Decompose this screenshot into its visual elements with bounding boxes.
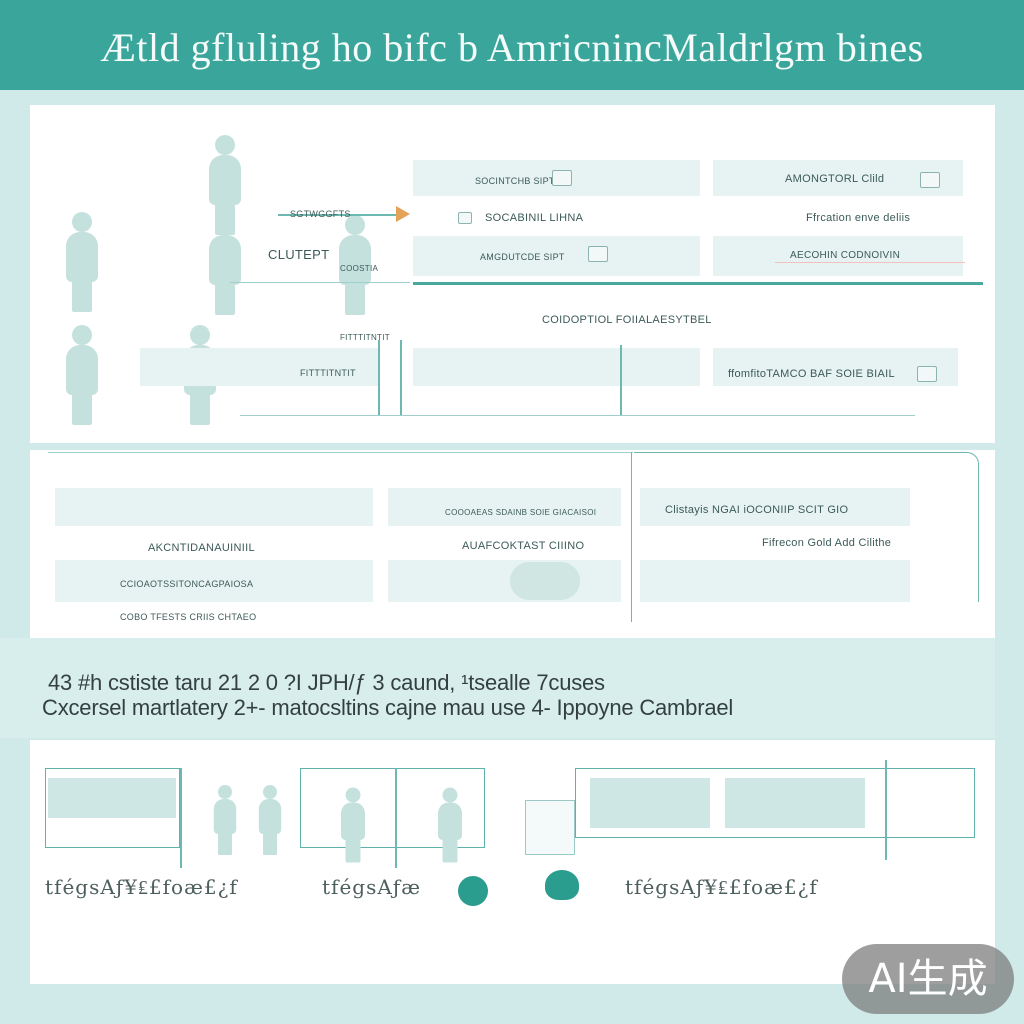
arrow-label: SGTWGGFTS	[290, 209, 351, 219]
table-row	[640, 488, 910, 526]
table-row	[55, 488, 373, 526]
connector-line	[400, 340, 402, 415]
mid-left-row2-label: COBO TFESTS CRIIS CHTAEO	[120, 612, 257, 622]
panel-divider	[631, 452, 632, 622]
row-right-label: AMONGTORL Clild	[785, 173, 885, 185]
bottom-caption-center: tfégsAƒæ	[322, 875, 421, 899]
mid-left-row1-label: CCIOAOTSSITONCAGPAIOSA	[120, 579, 254, 589]
person-icon	[205, 215, 245, 315]
document-icon	[552, 170, 572, 186]
client-sub-label: COOSTIA	[340, 264, 379, 273]
bottom-caption-right: tfégsAƒ¥₤£foæ£¿f	[625, 875, 818, 899]
mid-right-center-label: Fifrecon Gold Add Cilithe	[762, 537, 892, 549]
bottom-caption-left: tfégsAƒ¥₤£foæ£¿f	[45, 875, 238, 899]
panel-top-line	[48, 452, 633, 453]
mid-center-top-label: COOOAEAS SDAINB SOIE GIACAISOI	[445, 508, 597, 517]
table-row	[55, 560, 373, 602]
row-left-label: SOCINTCHB SIPT	[475, 176, 555, 186]
table-row	[713, 236, 963, 276]
frame-fill	[725, 778, 865, 828]
flow-line	[278, 214, 398, 216]
header-bar	[0, 0, 1024, 90]
connector-line	[620, 345, 622, 415]
divider-line	[230, 282, 410, 283]
stats-line-2: Cxcersel martlatery 2+- matocsltins cajn…	[42, 695, 734, 720]
row-left-label: SOCABINIL LIHNA	[485, 212, 584, 224]
document-icon	[458, 212, 472, 224]
blob-shape	[510, 562, 580, 600]
row-separator	[775, 262, 965, 263]
document-icon	[917, 366, 937, 382]
table-row	[640, 560, 910, 602]
frame-connector	[395, 768, 397, 868]
mid-left-center-label: AKCNTIDANAUINIIL	[148, 542, 255, 554]
stats-band	[0, 638, 995, 738]
page-title: Ætld gfluling ho bifc b AmricnincMaldrlg…	[100, 25, 924, 70]
mid-right-top-label: Clistayis NGAI iOCONIIP SCIT GIO	[665, 504, 849, 516]
door-shape	[525, 800, 575, 855]
table-row	[413, 236, 700, 276]
row-right-label: ffomfitoTAMCO BAF SOIE BIAIL	[728, 368, 895, 380]
node-label: FITTTITNTIT	[340, 333, 390, 342]
accent-dot	[458, 876, 488, 906]
client-label: CLUTEPT	[268, 247, 330, 262]
process-bar	[140, 348, 380, 386]
process-label: FITTTITNTIT	[300, 368, 356, 378]
row-right-label: Ffrcation enve deliis	[806, 212, 911, 224]
frame-connector	[180, 768, 182, 868]
table-row	[413, 348, 700, 386]
person-icon	[435, 787, 465, 863]
table-row	[388, 560, 621, 602]
middle-diagram-panel	[30, 450, 995, 638]
frame-fill	[48, 778, 176, 818]
document-icon	[920, 172, 940, 188]
arrow-icon	[396, 206, 410, 222]
person-icon	[62, 212, 102, 312]
ai-watermark-text: AI生成	[868, 956, 988, 1002]
center-label: COIDOPTIOL FOIIALAESYTBEL	[542, 314, 712, 326]
person-icon	[256, 785, 284, 855]
person-icon	[62, 325, 102, 425]
mid-center-label: AUAFCOKTAST CIIINO	[462, 540, 585, 552]
frame-fill	[590, 778, 710, 828]
stats-line-1: 43 #h cstiste taru 21 2 0 ?I JPH/ƒ 3 cau…	[48, 670, 605, 695]
person-icon	[338, 787, 368, 863]
ai-watermark-badge	[842, 944, 1014, 1014]
frame-connector	[885, 760, 887, 860]
base-line	[240, 415, 915, 416]
document-icon	[588, 246, 608, 262]
connector-line	[378, 340, 380, 415]
person-icon	[211, 785, 239, 855]
accent-dot	[545, 870, 579, 900]
table-row	[388, 488, 621, 526]
right-frame	[634, 452, 979, 602]
row-right-label: AECOHIN CODNOIVIN	[790, 250, 901, 261]
row-separator	[413, 282, 983, 285]
row-left-label: AMGDUTCDE SIPT	[480, 252, 565, 262]
person-icon	[335, 215, 375, 315]
